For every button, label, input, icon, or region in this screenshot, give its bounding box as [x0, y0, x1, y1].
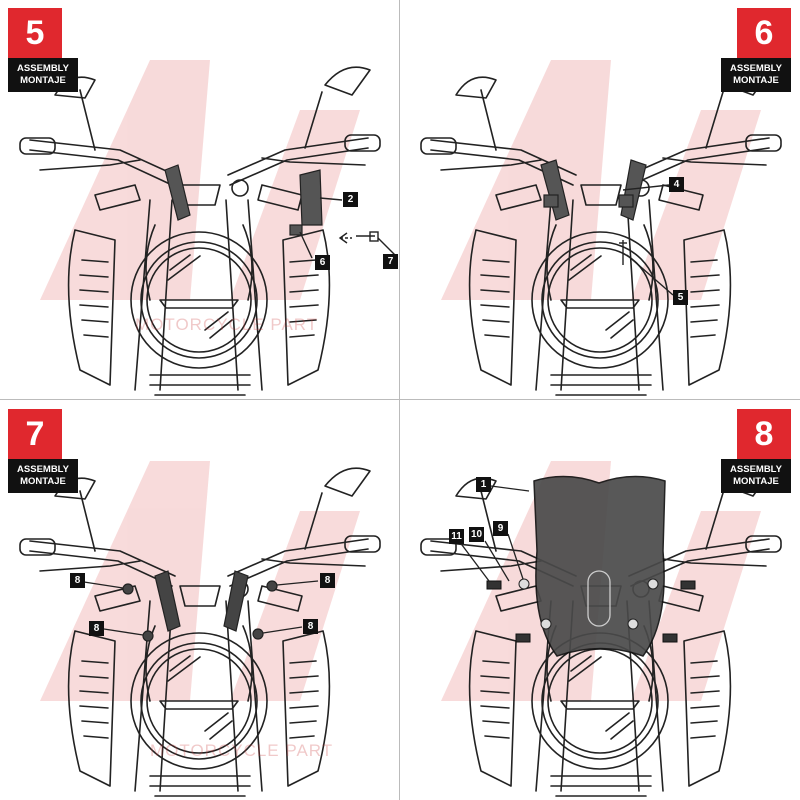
- step-7-panel: 7 ASSEMBLY MONTAJE 8 8 8 8 MOTORCYCLE PA…: [0, 401, 398, 799]
- assembly-label-es: MONTAJE: [20, 476, 66, 487]
- part-callout: 8: [303, 619, 318, 634]
- assembly-label-es: MONTAJE: [733, 476, 779, 487]
- part-callout: 10: [469, 527, 484, 542]
- part-callout: 11: [449, 529, 464, 544]
- step-6-panel: 6 ASSEMBLY MONTAJE 4 5: [401, 0, 799, 398]
- step-number: 8: [737, 409, 791, 459]
- assembly-label-en: ASSEMBLY: [730, 63, 782, 74]
- watermark-tagline: MOTORCYCLE PART: [135, 315, 319, 334]
- panel-divider: [399, 0, 400, 800]
- step-number: 5: [8, 8, 62, 58]
- assembly-label-es: MONTAJE: [733, 75, 779, 86]
- panel-divider: [0, 399, 800, 400]
- assembly-label-en: ASSEMBLY: [17, 63, 69, 74]
- assembly-label-en: ASSEMBLY: [730, 464, 782, 475]
- assembly-label: ASSEMBLY MONTAJE: [721, 58, 791, 92]
- part-callout: 8: [320, 573, 335, 588]
- step-5-panel: 5 ASSEMBLY MONTAJE 2 6 7 MOTORCYCLE PART: [0, 0, 398, 398]
- part-callout: 7: [383, 254, 398, 269]
- motorcycle-front-diagram: [19, 460, 381, 797]
- assembly-label: ASSEMBLY MONTAJE: [721, 459, 791, 493]
- part-callout: 5: [673, 290, 688, 305]
- part-callout: 8: [89, 621, 104, 636]
- step-number: 7: [8, 409, 62, 459]
- motorcycle-front-diagram: [420, 59, 782, 396]
- assembly-label: ASSEMBLY MONTAJE: [8, 58, 78, 92]
- assembly-label-es: MONTAJE: [20, 75, 66, 86]
- step-number: 6: [737, 8, 791, 58]
- windscreen: [533, 475, 666, 657]
- part-callout: 2: [343, 192, 358, 207]
- part-callout: 9: [493, 521, 508, 536]
- assembly-label: ASSEMBLY MONTAJE: [8, 459, 78, 493]
- part-callout: 1: [476, 477, 491, 492]
- assembly-label-en: ASSEMBLY: [17, 464, 69, 475]
- part-callout: 4: [669, 177, 684, 192]
- part-callout: 8: [70, 573, 85, 588]
- part-callout: 6: [315, 255, 330, 270]
- step-8-panel: 8 ASSEMBLY MONTAJE 1 11 10 9: [401, 401, 799, 799]
- motorcycle-front-diagram: [420, 460, 782, 797]
- watermark-tagline: MOTORCYCLE PART: [150, 741, 334, 760]
